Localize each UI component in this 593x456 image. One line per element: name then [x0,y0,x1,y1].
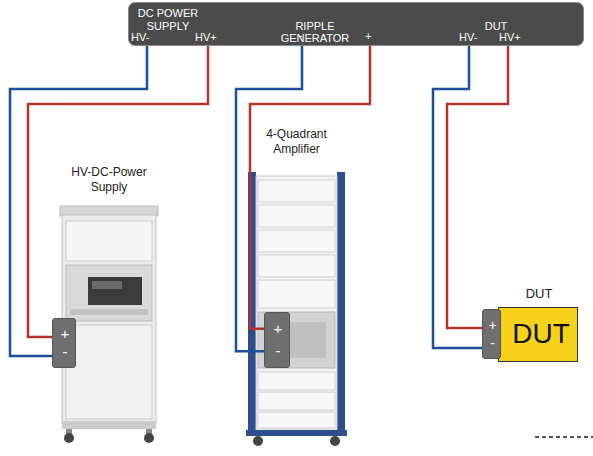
dut-box: DUTDUT+- [498,307,578,362]
dut-title: DUT [499,286,579,301]
terminal-polarity: + [53,326,77,342]
terminal-block: +- [482,309,501,359]
equipment-title: HV-DC-Power Supply [64,165,154,195]
terminal-polarity: + [483,317,502,333]
cable-connector [28,46,208,337]
amplifier-rack [246,172,347,446]
terminal-block: +- [52,318,76,368]
cable-connector [10,46,147,356]
panel-section-title: RIPPLE GENERATOR [279,20,351,44]
connection-panel: DC POWER SUPPLY RIPPLE GENERATOR DUT [128,2,584,46]
terminal-label: HV+ [195,31,217,43]
dut-text: DUT [503,319,579,349]
cable-connector [447,46,508,328]
equipment-cabinet: HV-DC-Power Supply+- [58,205,160,440]
terminal-label: HV+ [499,31,521,43]
panel-section-title: DUT [481,20,511,32]
terminal-label: + [365,30,371,42]
cable-connector [250,46,370,329]
terminal-polarity: - [483,335,502,351]
terminal-polarity: - [265,343,291,359]
equipment-title: 4-Quadrant Amplifier [251,127,342,157]
cable-connector [236,46,302,351]
terminal-block: +- [264,312,290,368]
terminal-polarity: + [265,321,291,337]
equipment-rack: 4-Quadrant Amplifier+- [248,172,345,440]
terminal-polarity: - [53,344,77,360]
terminal-label: HV- [459,31,477,43]
cable-connector [433,46,482,348]
terminal-label: HV- [131,31,149,43]
panel-section-title: DC POWER SUPPLY [135,7,201,33]
terminal-label: - [299,29,303,41]
continuation-line [535,436,593,438]
